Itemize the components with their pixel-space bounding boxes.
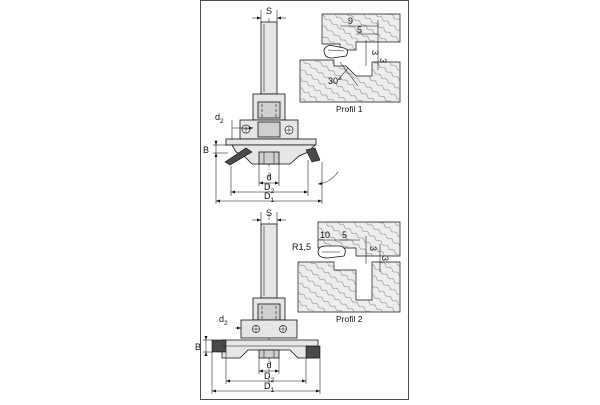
label-d2-2: d2 bbox=[219, 314, 228, 327]
label-radius: R1,5 bbox=[292, 242, 311, 252]
caption-profile-2: Profil 2 bbox=[336, 314, 363, 324]
shank-1 bbox=[260, 21, 278, 95]
label-dim-3b: 3 bbox=[378, 58, 388, 63]
dim-d-2: d bbox=[258, 358, 280, 374]
profile-1-seal bbox=[323, 45, 348, 59]
cutter-tip-left-1 bbox=[224, 147, 253, 166]
cutter-tip-right-2 bbox=[305, 345, 321, 359]
label-D2-1: D2 bbox=[264, 182, 275, 195]
dim-D2-2: D2 bbox=[225, 352, 307, 384]
dim-s-2: S bbox=[252, 208, 286, 224]
label-dim-3c: 3 bbox=[368, 246, 378, 251]
dim-D2-1: D2 bbox=[230, 160, 309, 196]
angle-arc-1 bbox=[317, 171, 339, 185]
label-D1-2: D1 bbox=[264, 381, 275, 394]
dim-d2-2: d2 bbox=[219, 314, 241, 330]
label-s-1: S bbox=[266, 6, 272, 16]
label-D1-1: D1 bbox=[264, 191, 275, 204]
tool-1: S d2 B bbox=[203, 6, 339, 204]
tool-2: S d2 B bbox=[195, 208, 321, 394]
clamp-2 bbox=[240, 319, 298, 339]
profile-2-detail: 10 5 R1,5 3 3 Profil 2 bbox=[292, 221, 401, 324]
label-s-2: S bbox=[266, 208, 272, 218]
dim-b-1: B bbox=[203, 140, 228, 158]
label-b-2: B bbox=[195, 342, 201, 352]
body-plate-1 bbox=[225, 138, 317, 146]
label-dim-5: 5 bbox=[357, 25, 362, 35]
dim-d2-1: d2 bbox=[215, 112, 253, 140]
label-d2-1: d2 bbox=[215, 112, 224, 125]
label-dim-5-2: 5 bbox=[342, 230, 347, 240]
label-d-2: d bbox=[266, 360, 271, 370]
label-D2-2: D2 bbox=[264, 371, 275, 384]
dim-D1-2: D1 bbox=[211, 352, 321, 394]
dim-s-1: S bbox=[252, 6, 286, 22]
label-d-1: d bbox=[266, 172, 271, 182]
label-dim-10: 10 bbox=[320, 230, 330, 240]
label-dim-9: 9 bbox=[348, 16, 353, 26]
label-angle-30: 30° bbox=[328, 76, 342, 86]
label-dim-3a: 3 bbox=[370, 50, 380, 55]
shank-2 bbox=[260, 223, 278, 299]
dim-b-2: B bbox=[195, 336, 212, 356]
label-b-1: B bbox=[203, 145, 209, 155]
label-dim-3d: 3 bbox=[380, 256, 390, 261]
caption-profile-1: Profil 1 bbox=[336, 104, 363, 114]
profile-1-detail: 9 5 3 3 30° Profil 1 bbox=[299, 13, 401, 114]
dim-d-1: d bbox=[258, 164, 280, 186]
